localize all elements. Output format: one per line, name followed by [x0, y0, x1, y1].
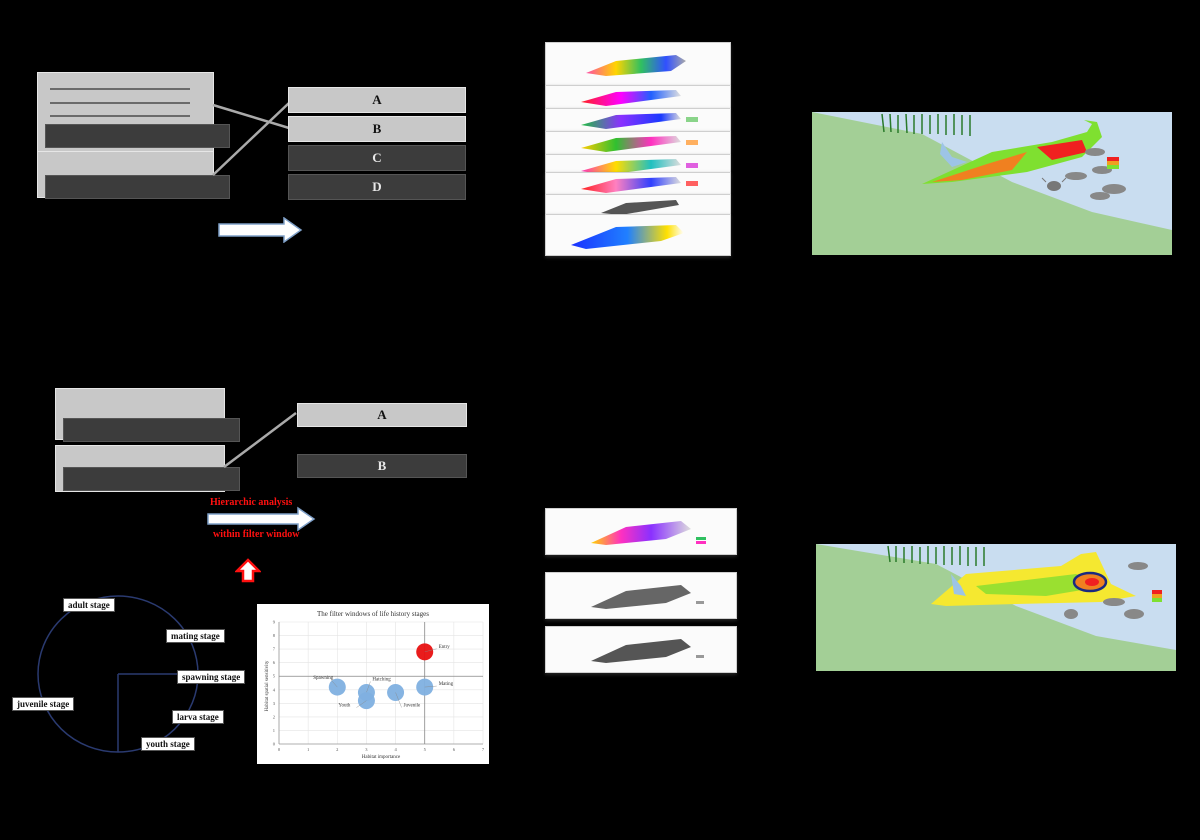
y-tick-label: 2: [273, 714, 275, 719]
layer-4: [545, 131, 731, 155]
stage-youth: youth stage: [141, 737, 195, 751]
top-connector-lines: [212, 102, 290, 176]
layer-6: [545, 172, 731, 196]
bubble-youth: [357, 692, 375, 710]
x-tick-label: 7: [482, 747, 485, 752]
bottom-landscape-scene: [816, 544, 1176, 671]
bottom-connector-line: [223, 412, 297, 468]
fish-icons: [1065, 148, 1126, 200]
top-box-c: C: [288, 145, 466, 171]
chart-xlabel: Habitat importance: [362, 755, 401, 760]
red-up-arrow: [235, 558, 261, 583]
bubble-label: Youth: [338, 704, 350, 709]
y-tick-label: 0: [273, 742, 276, 747]
y-tick-label: 1: [273, 728, 275, 733]
top-white-arrow: [218, 217, 303, 243]
fish-icons-bottom: [1064, 562, 1148, 619]
bottom-source-bar-1: [63, 418, 240, 442]
layer-2: [545, 85, 731, 109]
bottom-layer-3: [545, 626, 737, 673]
bubble-label: Hatching: [372, 677, 391, 682]
chart-title: The filter windows of life history stage…: [317, 610, 429, 618]
reeds-bottom: [887, 545, 985, 566]
x-tick-label: 1: [307, 747, 309, 752]
bottom-white-arrow: [207, 506, 316, 532]
layer-3: [545, 108, 731, 132]
x-tick-label: 6: [453, 747, 456, 752]
bottom-box-b: B: [297, 454, 467, 478]
filter-window-label: within filter window: [213, 529, 300, 540]
bubble-label: Mating: [439, 682, 454, 687]
top-box-a: A: [288, 87, 466, 113]
y-tick-label: 4: [273, 687, 276, 692]
x-tick-label: 3: [365, 747, 368, 752]
top-source-bar-2: [45, 175, 230, 199]
top-source-lines: [50, 88, 190, 117]
bubble-label: Juvenile: [404, 703, 421, 708]
layer-1: [545, 42, 731, 86]
hierarchic-analysis-label: Hierarchic analysis: [210, 497, 293, 508]
bottom-layer-1: [545, 508, 737, 555]
x-tick-label: 2: [336, 747, 338, 752]
x-tick-label: 4: [394, 747, 397, 752]
top-landscape-scene: [812, 112, 1172, 255]
bubble-juvenile: [387, 683, 405, 701]
stage-juvenile: juvenile stage: [12, 697, 75, 711]
bubble-label: Entry: [439, 645, 451, 650]
y-tick-label: 3: [273, 701, 276, 706]
reeds: [881, 113, 971, 136]
chart-svg: The filter windows of life history stage…: [265, 610, 485, 760]
stage-larva: larva stage: [172, 710, 224, 724]
chart-ylabel: Habitat spatial sensitivity: [265, 660, 270, 711]
stage-spawning: spawning stage: [177, 670, 246, 684]
filter-window-chart: The filter windows of life history stage…: [257, 604, 489, 764]
bubble-leader-line: [424, 648, 437, 653]
stage-mating: mating stage: [166, 629, 225, 643]
bubble-label: Spawning: [313, 676, 334, 681]
bubble-leader-line: [331, 679, 338, 688]
top-source-bar-1: [45, 124, 230, 148]
bubble-leader-line: [424, 685, 437, 688]
y-tick-label: 7: [273, 647, 276, 652]
top-box-d: D: [288, 174, 466, 200]
y-tick-label: 9: [273, 620, 276, 625]
layer-8: [545, 214, 731, 256]
x-tick-label: 5: [424, 747, 427, 752]
bottom-box-a: A: [297, 403, 467, 427]
bubble-leader-line: [366, 681, 371, 693]
bottom-layer-2: [545, 572, 737, 619]
y-tick-label: 5: [273, 674, 276, 679]
bubble-leader-line: [395, 692, 402, 708]
bubble-leader-line: [356, 700, 367, 708]
y-tick-label: 8: [273, 633, 276, 638]
crab-icon: [1041, 177, 1067, 191]
top-box-b: B: [288, 116, 466, 142]
stage-adult: adult stage: [63, 598, 115, 612]
x-tick-label: 0: [278, 747, 281, 752]
bottom-source-bar-2: [63, 467, 240, 491]
y-tick-label: 6: [273, 660, 276, 665]
